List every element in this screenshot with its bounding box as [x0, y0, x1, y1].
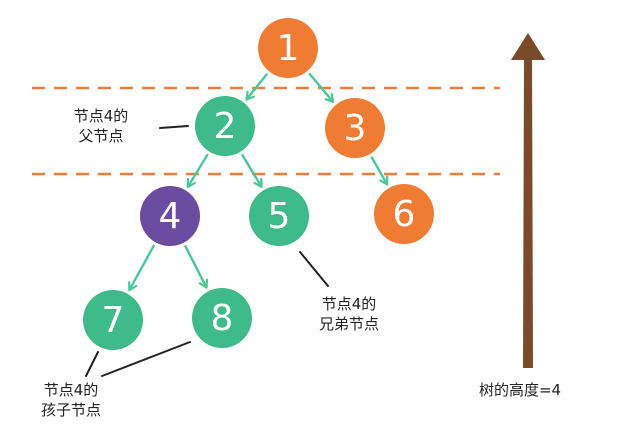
tree-node-1: 1 — [258, 18, 318, 78]
node-label-4: 4 — [159, 196, 182, 237]
child-annotation-line1: 节点4的 — [43, 381, 99, 399]
node-circle-1 — [258, 18, 318, 78]
tree-height-label: 树的高度=4 — [478, 381, 562, 399]
node-circle-8 — [192, 288, 252, 348]
node-label-8: 8 — [211, 298, 234, 339]
node-label-2: 2 — [214, 106, 237, 147]
edge-3-6 — [370, 156, 387, 184]
nodes-layer: 12 3 4 5 6 7 8 — [83, 18, 434, 350]
tree-node-4: 4 — [140, 186, 200, 246]
tree-node-2: 2 — [195, 96, 255, 156]
node-circle-4 — [140, 186, 200, 246]
node-circle-3 — [325, 98, 385, 158]
height-arrow-shaft — [523, 55, 533, 368]
parent-annotation-line2: 父节点 — [78, 127, 124, 145]
edge-2-4 — [188, 153, 209, 186]
node-label-1: 1 — [277, 28, 300, 69]
edge-1-2 — [247, 73, 268, 99]
edge-1-3 — [308, 72, 333, 101]
edge-4-7 — [130, 244, 155, 289]
node-circle-5 — [249, 186, 309, 246]
child-annotation-line2: 孩子节点 — [40, 401, 101, 419]
node-circle-6 — [374, 184, 434, 244]
tree-node-3: 3 — [325, 98, 385, 158]
child-pointer-left — [85, 351, 99, 377]
edges-layer — [130, 72, 387, 289]
sibling-annotation-line2: 兄弟节点 — [318, 315, 379, 333]
sibling-pointer — [299, 251, 329, 287]
edge-2-5 — [241, 153, 262, 186]
tree-node-8: 8 — [192, 288, 252, 348]
tree-node-7: 7 — [83, 290, 143, 350]
node-label-7: 7 — [102, 300, 125, 341]
node-label-3: 3 — [344, 108, 367, 149]
child-pointer-right — [101, 341, 191, 377]
node-circle-2 — [195, 96, 255, 156]
tree-node-6: 6 — [374, 184, 434, 244]
parent-pointer — [159, 125, 189, 129]
edge-4-8 — [184, 245, 206, 286]
sibling-annotation-line1: 节点4的 — [321, 295, 377, 313]
node-label-6: 6 — [393, 194, 416, 235]
height-arrow-head — [511, 33, 545, 60]
sibling-annotation: 节点4的 兄弟节点 — [300, 294, 398, 334]
node-circle-7 — [83, 290, 143, 350]
parent-annotation: 节点4的 父节点 — [52, 106, 150, 146]
child-annotation: 节点4的 孩子节点 — [22, 380, 120, 420]
parent-annotation-line1: 节点4的 — [73, 107, 129, 125]
node-label-5: 5 — [268, 196, 291, 237]
tree-node-5: 5 — [249, 186, 309, 246]
